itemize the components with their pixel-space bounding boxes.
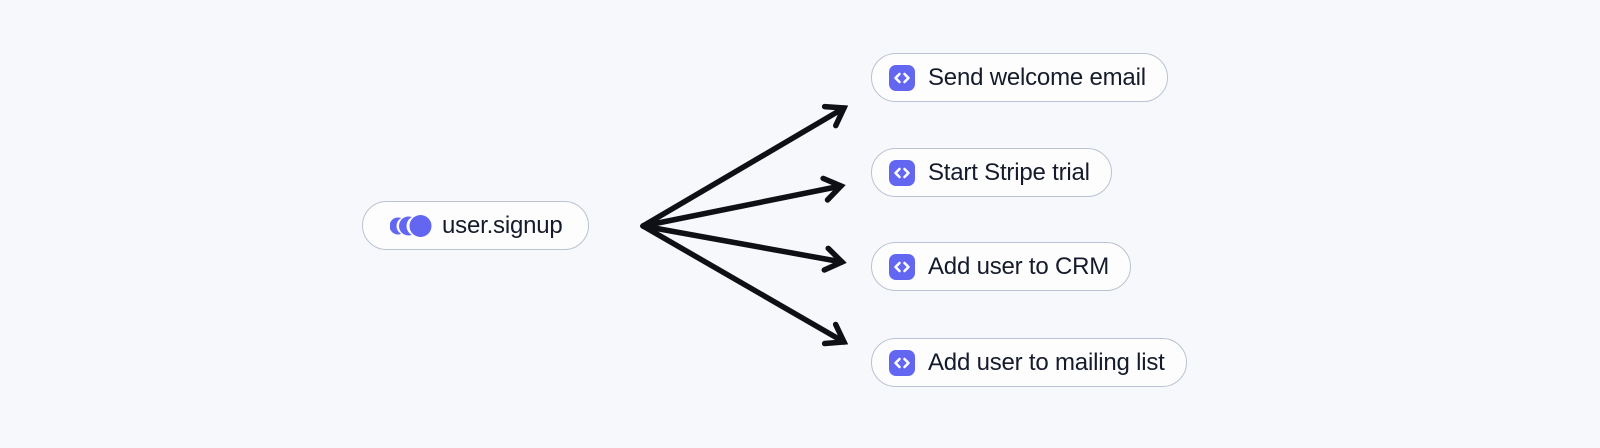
code-brackets-icon: [889, 159, 915, 186]
function-node-label: Start Stripe trial: [928, 158, 1090, 186]
function-node-label: Add user to mailing list: [928, 348, 1165, 376]
edge-arrow: [640, 223, 847, 273]
code-brackets-icon: [889, 64, 915, 91]
event-node-user-signup: user.signup: [362, 201, 589, 250]
code-brackets-icon: [889, 349, 915, 376]
function-node-label: Send welcome email: [928, 63, 1146, 91]
event-pulse-icon: [390, 214, 432, 238]
event-node-label: user.signup: [442, 211, 563, 239]
code-brackets-icon: [889, 253, 915, 280]
function-node-add-user-to-mailing-list: Add user to mailing list: [871, 338, 1187, 387]
edges-group: [640, 103, 849, 347]
edge-arrow: [640, 103, 849, 229]
function-node-start-stripe-trial: Start Stripe trial: [871, 148, 1112, 197]
function-node-add-user-to-crm: Add user to CRM: [871, 242, 1132, 291]
function-node-send-welcome-email: Send welcome email: [871, 53, 1168, 102]
function-node-label: Add user to CRM: [928, 252, 1110, 280]
edge-arrow: [640, 175, 846, 229]
edge-arrow: [640, 223, 849, 347]
